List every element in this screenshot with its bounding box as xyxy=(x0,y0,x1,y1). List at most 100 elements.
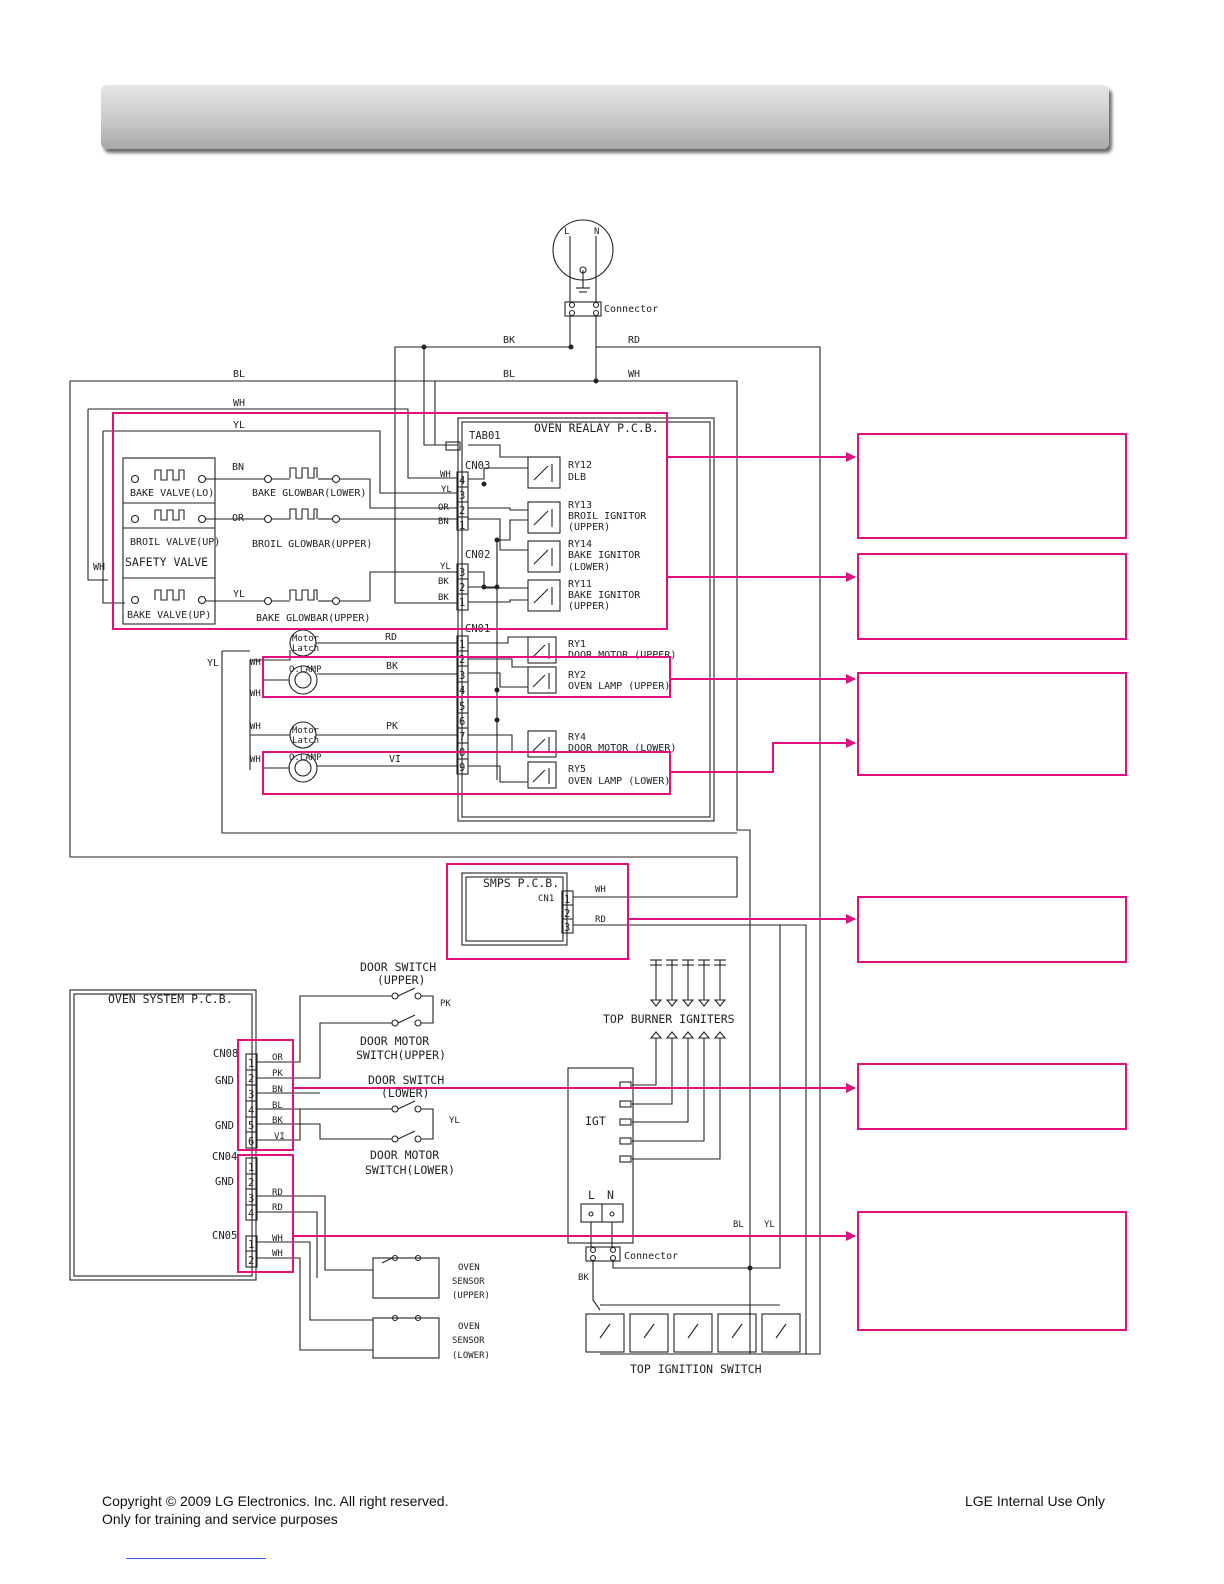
callout-box-3 xyxy=(857,672,1127,776)
broil-valve-up-label: BROIL VALVE(UP) xyxy=(130,537,220,548)
ry5-label: RY5 xyxy=(568,764,586,775)
svg-text:2: 2 xyxy=(248,1177,254,1189)
ry11-name: BAKE IGNITOR xyxy=(568,590,641,601)
bake-glowbar-upper-label: BAKE GLOWBAR(UPPER) xyxy=(256,613,370,624)
wire-yl-label: YL xyxy=(233,420,245,431)
door-switches: DOOR SWITCH (UPPER) PK DOOR MOTOR SWITCH… xyxy=(257,960,460,1177)
callout-box-2 xyxy=(857,553,1127,640)
svg-text:2: 2 xyxy=(459,654,465,666)
svg-text:3: 3 xyxy=(459,567,465,579)
oven-system-pcb-title: OVEN SYSTEM P.C.B. xyxy=(108,992,233,1006)
wire-bl-label-mid: BL xyxy=(503,369,515,380)
wire-wh-label-7: WH xyxy=(250,755,261,765)
svg-text:5: 5 xyxy=(459,701,465,713)
highlight-cn08 xyxy=(237,1039,294,1151)
smps-pcb: SMPS P.C.B. CN1 1 2 3 WH RD xyxy=(461,872,807,1354)
oven-sensors: OVEN SENSOR (UPPER) OVEN SENSOR (LOWER) xyxy=(257,1195,490,1361)
igt-connector-label: Connector xyxy=(624,1251,678,1262)
wire-wh-label-3: WH xyxy=(93,562,105,573)
wire-vi-label: VI xyxy=(389,754,401,765)
highlight-relay-pcb xyxy=(112,412,668,630)
motors-lamps: YL Motor Latch RD WH O.LAMP BK WH Motor … xyxy=(207,629,737,834)
cn02-bk-1: BK xyxy=(438,577,449,587)
gnd-label-3: GND xyxy=(215,1176,234,1188)
olamp-label-1: O.LAMP xyxy=(289,665,322,675)
section-header-bar xyxy=(101,85,1109,149)
ignition-section: TOP BURNER IGNITERS IGT L N Connec xyxy=(567,925,806,1376)
cn05-wh-1: WH xyxy=(272,1234,283,1244)
top-burner-igniters-label: TOP BURNER IGNITERS xyxy=(603,1012,735,1026)
wire-rd-label-2: RD xyxy=(385,632,397,643)
cn08-pk: PK xyxy=(272,1069,283,1079)
door-motor-upper-sub: SWITCH(UPPER) xyxy=(356,1048,446,1062)
cn02-label: CN02 xyxy=(465,549,490,561)
highlight-lamp-lower xyxy=(262,751,671,795)
footer-internal: LGE Internal Use Only xyxy=(965,1493,1106,1509)
ry14-sub: (LOWER) xyxy=(568,562,610,573)
svg-text:6: 6 xyxy=(248,1136,254,1148)
plug-n-label: N xyxy=(594,227,599,237)
broil-glowbar-upper-label: BROIL GLOWBAR(UPPER) xyxy=(252,539,372,550)
ry11-label: RY11 xyxy=(568,579,592,590)
ry5-name: OVEN LAMP (LOWER) xyxy=(568,776,670,787)
cn08-or: OR xyxy=(272,1053,283,1063)
wire-yl-label-3: YL xyxy=(207,658,219,669)
svg-text:3: 3 xyxy=(248,1193,254,1205)
footer-copyright: Copyright © 2009 LG Electronics. Inc. Al… xyxy=(102,1493,449,1509)
svg-text:3: 3 xyxy=(459,490,465,502)
ry1-label: RY1 xyxy=(568,639,586,650)
ry4-label: RY4 xyxy=(568,732,586,743)
callout-box-1 xyxy=(857,433,1127,539)
cn05-wh-2: WH xyxy=(272,1249,283,1259)
oven-sensor-lower-3: (LOWER) xyxy=(452,1351,490,1361)
latch-label-1: Latch xyxy=(292,644,319,654)
door-switch-yl: YL xyxy=(449,1116,460,1126)
igt-label: IGT xyxy=(585,1114,606,1128)
cn04-label: CN04 xyxy=(212,1151,237,1163)
cn02-yl: YL xyxy=(440,562,451,572)
wire-yl-label-2: YL xyxy=(233,589,245,600)
motor-label-1: Motor xyxy=(292,634,320,644)
highlight-boxes xyxy=(112,412,671,1273)
igt-bl-label: BL xyxy=(733,1220,744,1230)
svg-text:3: 3 xyxy=(459,670,465,682)
igt-n-label: N xyxy=(607,1188,614,1202)
main-connector: Connector xyxy=(564,260,658,317)
ry11-sub: (UPPER) xyxy=(568,601,610,612)
cn03-yl: YL xyxy=(441,485,452,495)
svg-text:3: 3 xyxy=(564,922,570,934)
ry1-name: DOOR MOTOR (UPPER) xyxy=(568,650,676,661)
bake-valve-up-label: BAKE VALVE(UP) xyxy=(127,610,211,621)
svg-text:1: 1 xyxy=(248,1239,254,1251)
plug-l-label: L xyxy=(564,227,569,237)
cn08-label: CN08 xyxy=(213,1048,238,1060)
svg-text:3: 3 xyxy=(248,1089,254,1101)
svg-text:1: 1 xyxy=(248,1162,254,1174)
smps-cn1-label: CN1 xyxy=(538,894,554,904)
svg-text:1: 1 xyxy=(459,597,465,609)
ry13-name: BROIL IGNITOR xyxy=(568,511,647,522)
door-switch-lower-sub: (LOWER) xyxy=(381,1086,429,1100)
cn08-vi: VI xyxy=(274,1132,285,1142)
bake-valve-lo-label: BAKE VALVE(LO) xyxy=(130,488,214,499)
igt-l-label: L xyxy=(588,1188,595,1202)
cn08-bk: BK xyxy=(272,1116,283,1126)
oven-sensor-upper-2: SENSOR xyxy=(452,1277,485,1287)
svg-text:6: 6 xyxy=(459,716,465,728)
door-switch-upper-sub: (UPPER) xyxy=(377,973,425,987)
motor-label-2: Motor xyxy=(292,726,320,736)
wire-wh-label-2: WH xyxy=(233,398,245,409)
wire-bk-label: BK xyxy=(503,335,515,346)
ry4-name: DOOR MOTOR (LOWER) xyxy=(568,743,676,754)
svg-text:2: 2 xyxy=(248,1073,254,1085)
footer-link-underline xyxy=(126,1558,266,1559)
ry13-label: RY13 xyxy=(568,500,592,511)
svg-text:2: 2 xyxy=(459,505,465,517)
ry12-label: RY12 xyxy=(568,460,592,471)
cn04-rd-2: RD xyxy=(272,1203,283,1213)
svg-text:1: 1 xyxy=(248,1058,254,1070)
latch-label-2: Latch xyxy=(292,736,319,746)
oven-relay-pcb-title: OVEN REALAY P.C.B. xyxy=(534,421,659,435)
oven-sensor-upper-3: (UPPER) xyxy=(452,1291,490,1301)
